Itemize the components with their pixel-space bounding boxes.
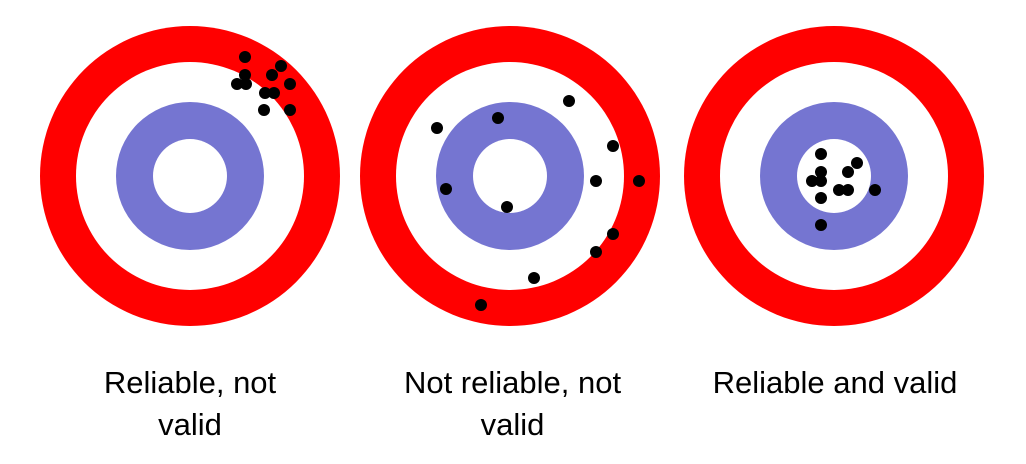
shot bbox=[563, 95, 575, 107]
shot-cluster bbox=[806, 148, 881, 231]
shot bbox=[275, 60, 287, 72]
shot bbox=[266, 69, 278, 81]
shot bbox=[806, 175, 818, 187]
shot bbox=[815, 219, 827, 231]
shot bbox=[590, 175, 602, 187]
shot bbox=[815, 192, 827, 204]
shot bbox=[851, 157, 863, 169]
shot bbox=[815, 175, 827, 187]
shot bbox=[440, 183, 452, 195]
caption-not-reliable-not-valid: Not reliable, not valid bbox=[403, 365, 622, 442]
shot bbox=[268, 87, 280, 99]
shot bbox=[431, 122, 443, 134]
shot bbox=[833, 184, 845, 196]
shot bbox=[501, 201, 513, 213]
shot-scatter bbox=[431, 95, 645, 311]
shot bbox=[475, 299, 487, 311]
shot bbox=[590, 246, 602, 258]
caption-reliable-not-valid: Reliable, not valid bbox=[103, 365, 277, 442]
shot bbox=[240, 78, 252, 90]
shot bbox=[842, 166, 854, 178]
target-reliable-and-valid bbox=[684, 26, 984, 326]
target-reliable-not-valid bbox=[40, 26, 340, 326]
bullseye bbox=[797, 139, 871, 213]
shot bbox=[492, 112, 504, 124]
shot bbox=[239, 69, 251, 81]
shot bbox=[815, 166, 827, 178]
shot bbox=[284, 104, 296, 116]
shot bbox=[607, 228, 619, 240]
shot bbox=[528, 272, 540, 284]
shot bbox=[633, 175, 645, 187]
caption-reliable-and-valid: Reliable and valid bbox=[712, 365, 958, 400]
target-not-reliable-not-valid bbox=[360, 26, 660, 326]
shot-cluster bbox=[231, 51, 296, 116]
shot bbox=[231, 78, 243, 90]
shot bbox=[815, 148, 827, 160]
shot bbox=[239, 51, 251, 63]
shot bbox=[869, 184, 881, 196]
shot bbox=[607, 140, 619, 152]
shot bbox=[258, 104, 270, 116]
shot bbox=[842, 184, 854, 196]
shot bbox=[259, 87, 271, 99]
shot bbox=[284, 78, 296, 90]
bullseye bbox=[473, 139, 547, 213]
bullseye bbox=[153, 139, 227, 213]
